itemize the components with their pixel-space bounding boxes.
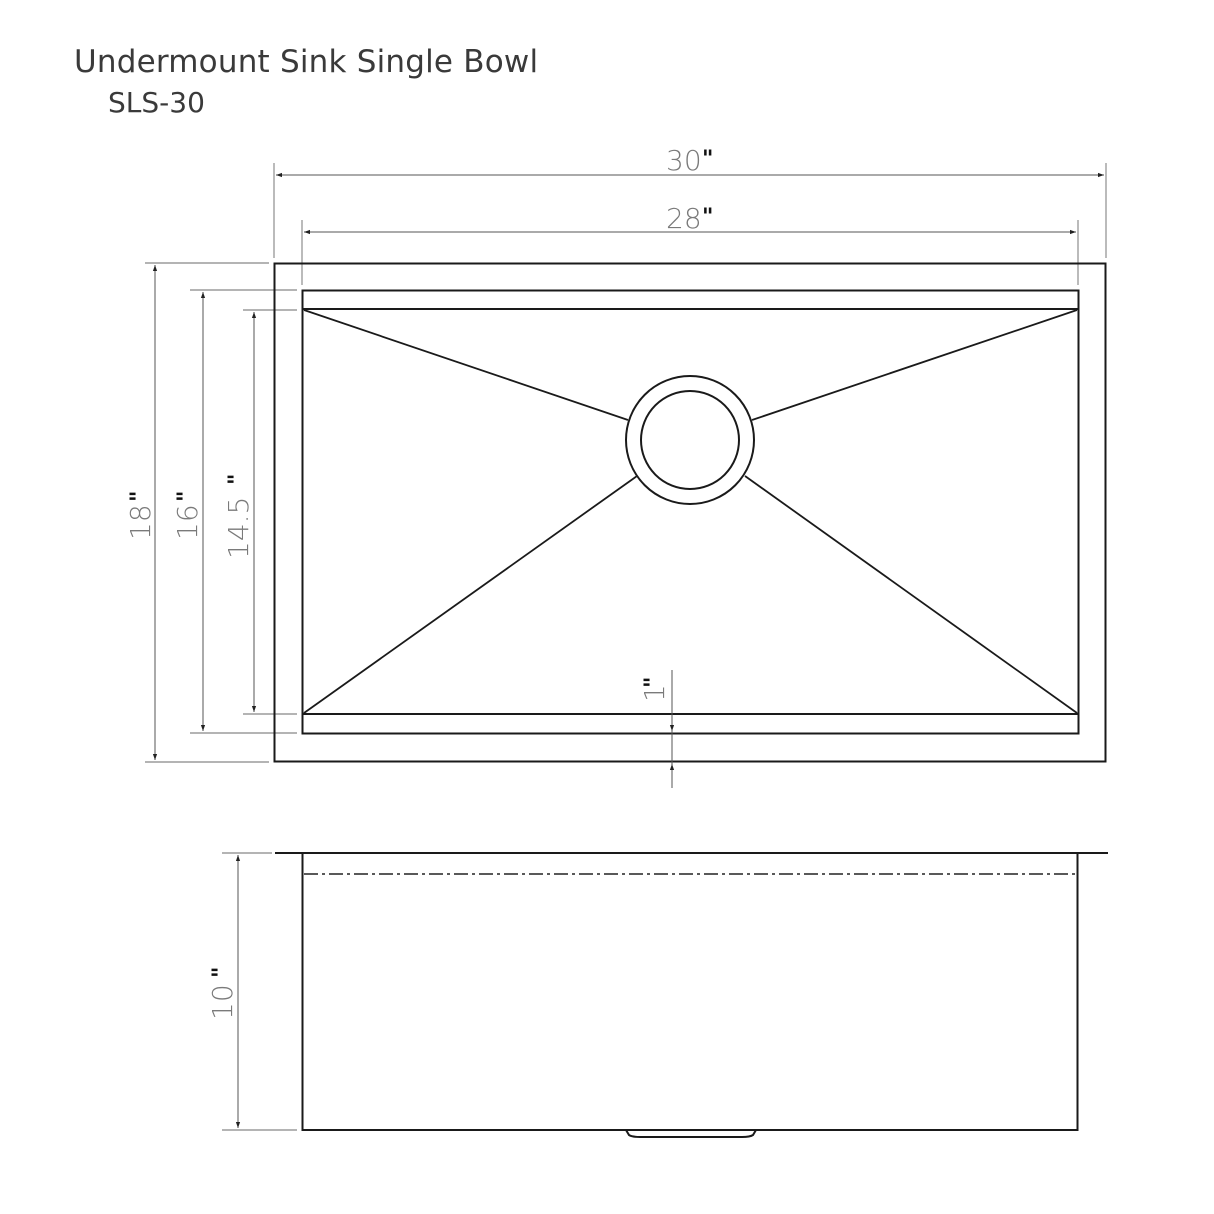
inch-mark: " [174,491,199,502]
dim-bowl-floor-depth-value: 14.5 [222,497,255,559]
inch-mark: " [702,147,713,172]
extension-lines-height [222,852,297,1131]
dim-outer-depth: 18 " [124,265,158,760]
dim-rear-ledge: 1 " [638,670,675,788]
dim-outer-depth-value: 18 [124,504,157,540]
model-number: SLS-30 [108,86,205,119]
inch-mark: " [127,491,152,502]
drain-ring [625,375,755,505]
side-view: 10 " [206,852,1108,1138]
dim-inner-depth: 16 " [171,292,206,731]
inch-mark: " [641,677,666,688]
sloped-floor-lines [303,309,1078,714]
bowl-side-outline [301,852,1079,1131]
top-view: 30 " 28 " 18 " 16 " [124,144,1107,788]
dim-height: 10 " [206,855,241,1128]
inch-mark: " [702,205,713,230]
dim-inner-width-value: 28 [666,202,702,235]
dim-outer-width-value: 30 [666,144,702,177]
dim-inner-width: 28 " [304,202,1076,235]
dim-outer-width: 30 " [276,144,1104,178]
dim-rear-ledge-value: 1 [638,684,671,702]
sink-bowl-outline [301,289,1080,735]
drawing-title: Undermount Sink Single Bowl [74,44,539,80]
extension-lines-horizontal-dims [273,163,1107,285]
extension-lines-vertical-dims [145,262,297,763]
sink-outer-flange [273,262,1107,763]
drain-bottom [625,1129,757,1138]
inch-mark: " [225,474,250,485]
dim-height-value: 10 [206,984,239,1020]
dim-inner-depth-value: 16 [171,504,204,540]
dim-bowl-floor-depth: 14.5 " [222,312,257,712]
inch-mark: " [209,967,234,978]
